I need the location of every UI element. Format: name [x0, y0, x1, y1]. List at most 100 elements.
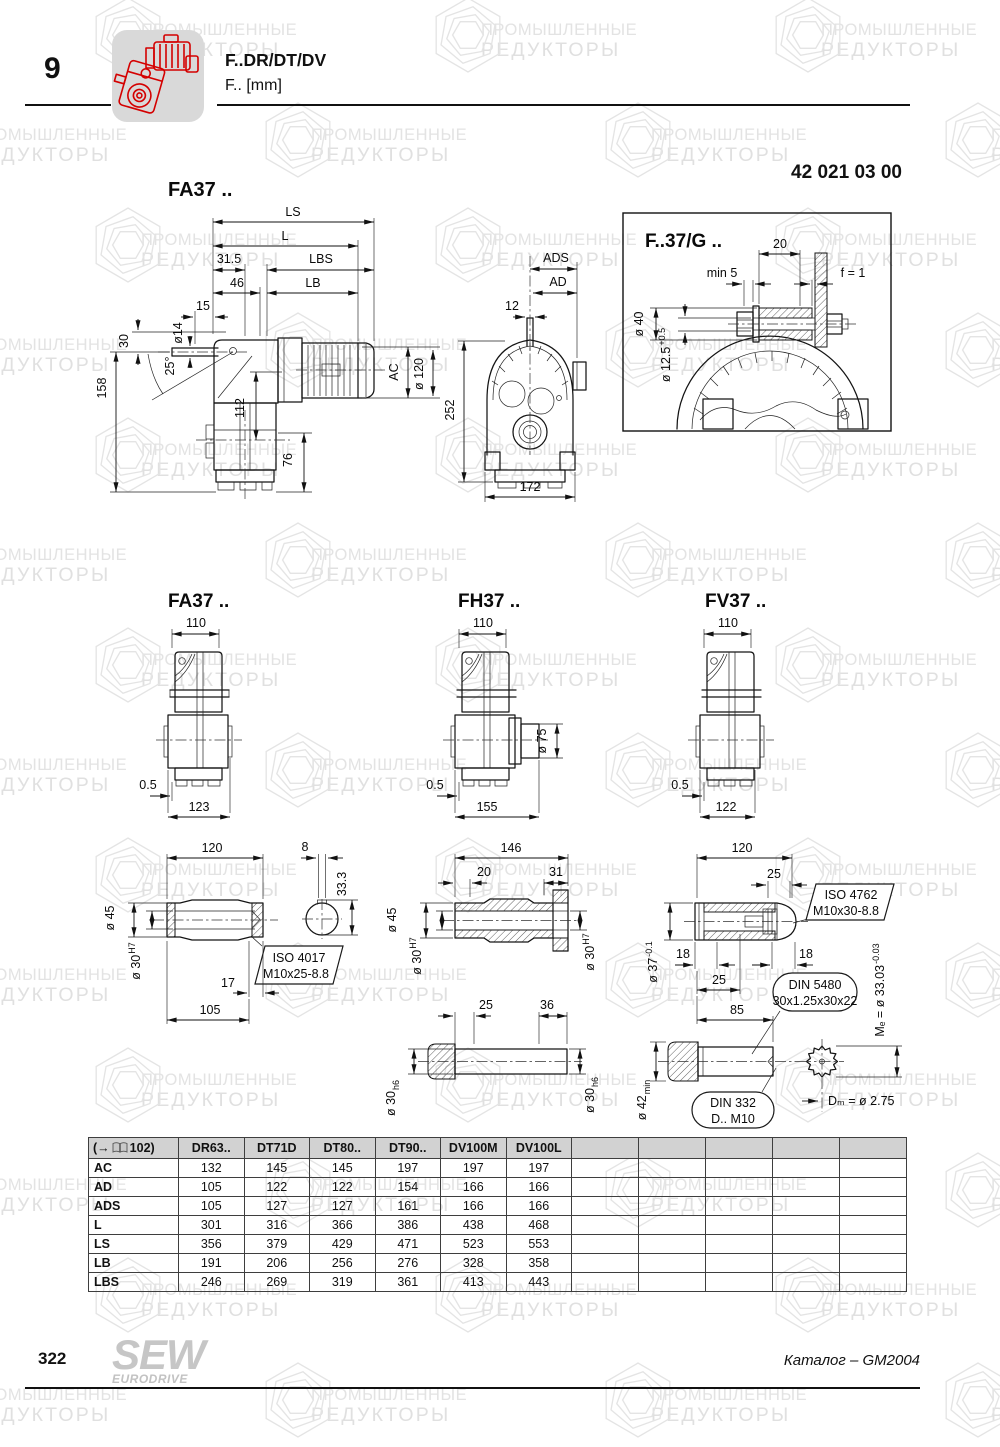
dim-value-cell: 132	[178, 1158, 245, 1178]
dim-value-cell: 197	[374, 1158, 441, 1178]
dim-label: 15	[196, 299, 210, 313]
dim-label: 20	[477, 865, 491, 879]
footer-page-number: 322	[38, 1349, 67, 1368]
drawing-title: FH37 ..	[458, 591, 520, 612]
empty-cell	[772, 1272, 840, 1292]
dim-label: L	[282, 229, 289, 243]
dim-value-cell: 166	[440, 1196, 507, 1216]
dim-value-cell: 206	[243, 1253, 310, 1273]
dim-label: f = 1	[841, 266, 866, 280]
page-title: F..DR/DT/DV	[225, 50, 327, 70]
dim-value-cell: 361	[374, 1272, 441, 1292]
column-header: DV100L	[505, 1137, 572, 1159]
dim-label: 8	[302, 840, 309, 854]
dim-label: Mₑ = ø 33.03-0.03	[871, 943, 887, 1036]
dim-value-cell: 154	[374, 1177, 441, 1197]
dim-label: 18	[799, 947, 813, 961]
dim-value-cell: 523	[440, 1234, 507, 1254]
dim-label: 30	[117, 334, 131, 348]
column-header: DT90..	[374, 1137, 441, 1159]
sew-logo-text: SEW	[112, 1331, 206, 1378]
dim-value-cell: 105	[178, 1177, 245, 1197]
column-header-empty	[772, 1137, 840, 1159]
row-label: L	[88, 1215, 179, 1235]
column-header-empty	[839, 1137, 907, 1159]
dim-label: 25	[479, 998, 493, 1012]
drawing-title: F..37/G ..	[645, 231, 722, 252]
dim-label: 120	[202, 841, 223, 855]
sew-logo-sub: EURODRIVE	[112, 1371, 188, 1386]
dim-label: Dₘ = ø 2.75	[828, 1094, 895, 1108]
dim-value-cell: 246	[178, 1272, 245, 1292]
dim-label: ø 75	[535, 728, 549, 753]
empty-cell	[839, 1234, 907, 1254]
dim-label: 46	[230, 276, 244, 290]
empty-cell	[571, 1253, 639, 1273]
dim-label: ø 40	[632, 311, 646, 336]
empty-cell	[772, 1177, 840, 1197]
empty-cell	[705, 1234, 773, 1254]
empty-cell	[638, 1272, 706, 1292]
dim-value-cell: 468	[505, 1215, 572, 1235]
empty-cell	[705, 1196, 773, 1216]
dim-label: 110	[718, 616, 738, 630]
empty-cell	[705, 1215, 773, 1235]
column-header: DT71D	[243, 1137, 310, 1159]
callout-label: D.. M10	[711, 1112, 755, 1126]
dim-value-cell: 166	[505, 1177, 572, 1197]
callout-label: ISO 4017	[273, 951, 326, 965]
empty-cell	[839, 1215, 907, 1235]
row-label: LS	[88, 1234, 179, 1254]
dim-value-cell: 191	[178, 1253, 245, 1273]
empty-cell	[705, 1272, 773, 1292]
row-label: AC	[88, 1158, 179, 1178]
dim-label: 20	[773, 237, 787, 251]
ref-prefix: (→	[93, 1141, 110, 1156]
dim-value-cell: 145	[243, 1158, 310, 1178]
dim-value-cell: 145	[309, 1158, 376, 1178]
dim-label: AC	[387, 363, 401, 380]
empty-cell	[638, 1177, 706, 1197]
dim-label: 123	[189, 800, 210, 814]
dim-value-cell: 438	[440, 1215, 507, 1235]
dim-label: 0.5	[671, 778, 688, 792]
callout-label: DIN 332	[710, 1096, 756, 1110]
dim-value-cell: 471	[374, 1234, 441, 1254]
column-header-empty	[705, 1137, 773, 1159]
empty-cell	[571, 1196, 639, 1216]
dim-label: 85	[730, 1003, 744, 1017]
dim-value-cell: 386	[374, 1215, 441, 1235]
dim-label: ø 30H7	[408, 937, 424, 975]
drawing-fa37-end: ADS AD 12 252 172	[443, 251, 587, 502]
dim-label: 105	[200, 1003, 221, 1017]
dim-label: 36	[540, 998, 554, 1012]
dim-label: ø 12.5+0.5	[657, 328, 673, 382]
dim-label: 18	[676, 947, 690, 961]
dim-label: 31.5	[217, 252, 241, 266]
dim-label: ø 45	[385, 907, 399, 932]
dim-value-cell: 328	[440, 1253, 507, 1273]
dim-label: ø14	[171, 322, 185, 344]
empty-cell	[705, 1158, 773, 1178]
dim-label: 155	[477, 800, 498, 814]
dim-label: 110	[473, 616, 493, 630]
drawing-f37g: F..37/G .. 20 min 5 f = 1	[622, 212, 892, 432]
table-ref-cell: (→102)	[88, 1137, 179, 1159]
footer-rule	[25, 1387, 920, 1389]
empty-cell	[772, 1253, 840, 1273]
dim-label: 12	[505, 299, 519, 313]
gearmotor-icon	[113, 34, 199, 114]
dim-label: 33.3	[335, 872, 349, 896]
dim-label: 122	[716, 800, 737, 814]
dim-label: ø 45	[103, 905, 117, 930]
drawing-title: FA37 ..	[168, 591, 229, 612]
sew-logo: SEW EURODRIVE	[112, 1331, 206, 1386]
